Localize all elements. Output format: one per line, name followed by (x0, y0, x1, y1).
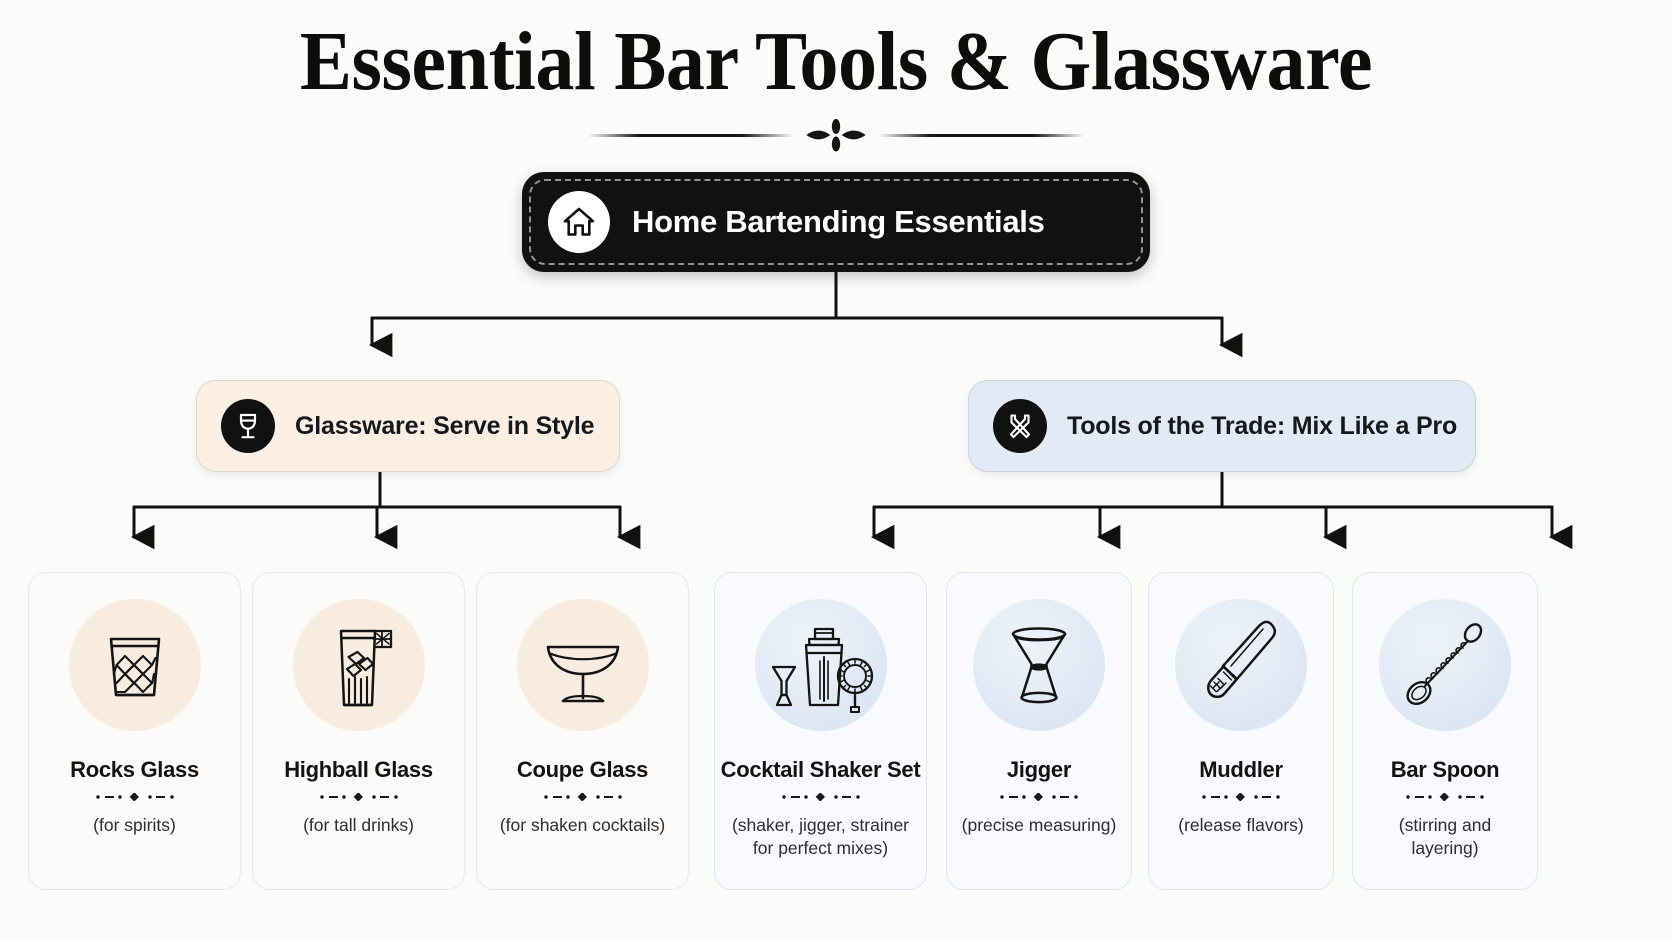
title-ornament-divider (0, 118, 1672, 152)
card-title: Jigger (1006, 757, 1072, 782)
home-icon (548, 191, 610, 253)
cocktail-shaker-set-icon-container (754, 599, 887, 731)
card-divider (541, 793, 625, 802)
branch-label-tools: Tools of the Trade: Mix Like a Pro (1067, 411, 1458, 440)
card-divider (997, 793, 1081, 802)
card-caption: (for shaken cocktails) (499, 815, 666, 836)
coupe-glass-icon-container (516, 599, 649, 731)
rocks-glass-icon-container (68, 599, 201, 731)
card-caption: (stirring and layering) (1398, 815, 1492, 859)
crossed-bar-tools-icon (993, 399, 1047, 453)
card-title: Muddler (1199, 757, 1283, 782)
card-divider (1403, 793, 1487, 802)
rocks-glass-icon (109, 637, 160, 697)
coupe-glass-icon (546, 645, 619, 703)
card-caption: (release flavors) (1178, 815, 1304, 836)
card-divider (93, 793, 177, 802)
card-coupe-glass[interactable]: Coupe Glass (for shaken cocktails) (476, 572, 689, 890)
highball-glass-icon-container (292, 599, 425, 731)
card-title: Bar Spoon (1390, 757, 1500, 782)
branch-label-glassware: Glassware: Serve in Style (295, 411, 595, 440)
bar-spoon-icon-container (1379, 599, 1511, 731)
card-muddler[interactable]: Muddler (release flavors) (1148, 572, 1334, 890)
card-highball-glass[interactable]: Highball Glass (for tall drinks) (252, 572, 465, 890)
card-caption: (precise measuring) (961, 815, 1117, 836)
card-title: Coupe Glass (516, 757, 649, 782)
card-divider (1199, 793, 1283, 802)
card-divider (779, 793, 863, 802)
card-caption: (shaker, jigger, strainer for perfect mi… (731, 815, 910, 859)
jigger-icon (1011, 627, 1067, 704)
card-rocks-glass[interactable]: Rocks Glass (for spirits) (28, 572, 241, 890)
root-node-home-bartending-essentials[interactable]: Home Bartending Essentials (522, 172, 1150, 272)
page-header: Essential Bar Tools & Glassware (0, 15, 1672, 152)
cocktail-shaker-set-icon (771, 627, 873, 713)
bar-spoon-icon (1406, 623, 1483, 706)
card-caption: (for spirits) (93, 815, 176, 836)
card-title: Cocktail Shaker Set (720, 757, 921, 782)
card-cocktail-shaker-set[interactable]: Cocktail Shaker Set (shaker, jigger, str… (714, 572, 927, 890)
card-title: Highball Glass (284, 757, 433, 782)
ornament-line-left (588, 133, 793, 137)
card-divider (317, 793, 401, 802)
branch-node-glassware[interactable]: Glassware: Serve in Style (196, 380, 620, 472)
ornament-line-right (879, 133, 1084, 137)
highball-glass-icon (339, 629, 392, 707)
card-title: Rocks Glass (70, 757, 199, 782)
jigger-icon-container (973, 599, 1105, 731)
fleuron-icon (806, 119, 866, 152)
branch-node-tools[interactable]: Tools of the Trade: Mix Like a Pro (968, 380, 1476, 472)
page-title: Essential Bar Tools & Glassware (299, 15, 1373, 108)
wine-glass-icon (221, 399, 275, 453)
card-jigger[interactable]: Jigger (precise measuring) (946, 572, 1132, 890)
card-bar-spoon[interactable]: Bar Spoon (stirring and layering) (1352, 572, 1538, 890)
root-node-label: Home Bartending Essentials (632, 204, 1045, 239)
muddler-icon-container (1175, 599, 1307, 731)
card-caption: (for tall drinks) (303, 815, 414, 836)
muddler-icon (1207, 620, 1277, 699)
